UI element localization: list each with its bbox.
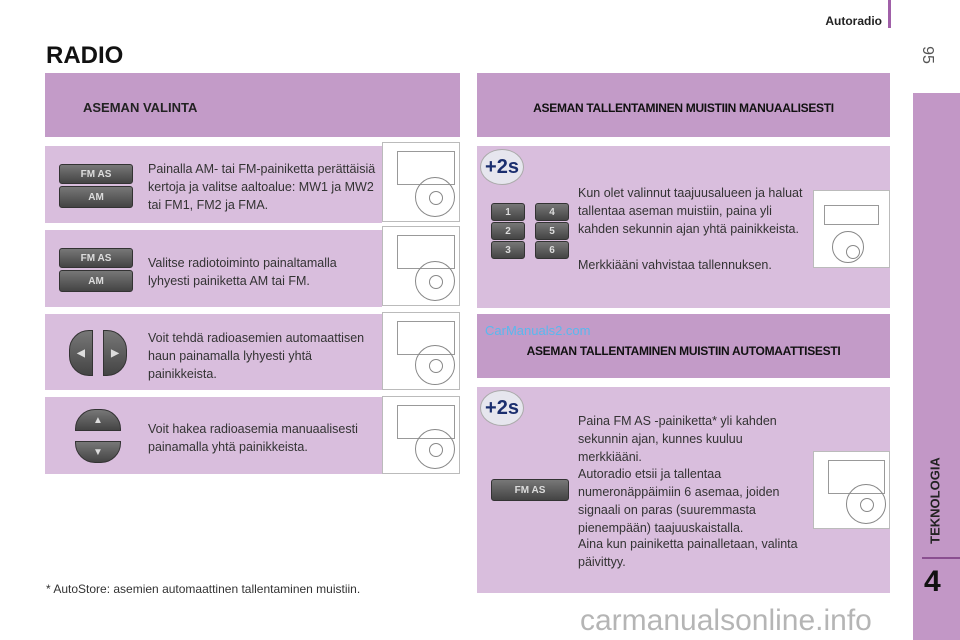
radio-illustration <box>382 142 460 222</box>
page-number: 95 <box>918 46 936 64</box>
page-title: RADIO <box>46 42 124 69</box>
manual-heading-box: ASEMAN TALLENTAMINEN MUISTIIN MANUAALISE… <box>477 73 890 137</box>
list-item: FM AS AM Valitse radiotoiminto painaltam… <box>45 230 382 307</box>
manual-text-1: Kun olet valinnut taajuusalueen ja halua… <box>578 186 803 236</box>
radio-illustration <box>382 226 460 306</box>
auto-text-1: Paina FM AS -painiketta* yli kahden seku… <box>578 414 777 464</box>
item-text: Voit tehdä radioasemien automaattisen ha… <box>148 331 365 381</box>
chapter-label: TEKNOLOGIA <box>927 457 943 544</box>
manual-text-2: Merkkiääni vahvistaa tallennuksen. <box>578 258 772 272</box>
preset-key-1: 1 <box>491 203 525 221</box>
seek-left-button: ◀ <box>69 330 93 376</box>
hold-2s-badge: +2s <box>480 149 524 185</box>
section-title: Autoradio <box>825 14 882 28</box>
watermark-text: CarManuals2.com <box>485 323 591 338</box>
hold-2s-badge: +2s <box>480 390 524 426</box>
chapter-number: 4 <box>924 565 941 598</box>
list-item: ◀ ▶ Voit tehdä radioasemien automaattise… <box>45 314 382 390</box>
footnote: * AutoStore: asemien automaattinen talle… <box>46 582 361 596</box>
preset-key-3: 3 <box>491 241 525 259</box>
auto-heading: ASEMAN TALLENTAMINEN MUISTIIN AUTOMAATTI… <box>526 344 841 358</box>
am-button: AM <box>59 270 133 292</box>
preset-keys: 1 4 2 5 3 6 <box>491 203 569 259</box>
left-heading-box: ASEMAN VALINTA <box>45 73 460 137</box>
preset-key-5: 5 <box>535 222 569 240</box>
tune-down-button: ▼ <box>75 441 121 463</box>
header-divider <box>888 0 891 28</box>
seek-right-button: ▶ <box>103 330 127 376</box>
preset-key-2: 2 <box>491 222 525 240</box>
chapter-sidebar: TEKNOLOGIA 4 <box>913 93 960 640</box>
radio-illustration <box>813 190 890 268</box>
auto-box: +2s FM AS Paina FM AS -painiketta* yli k… <box>477 387 890 593</box>
radio-illustration <box>382 312 460 390</box>
fm-as-button: FM AS <box>59 164 133 184</box>
item-text: Valitse radiotoiminto painaltamalla lyhy… <box>148 256 337 288</box>
preset-key-4: 4 <box>535 203 569 221</box>
tune-up-button: ▲ <box>75 409 121 431</box>
am-button: AM <box>59 186 133 208</box>
footer-watermark: carmanualsonline.info <box>580 604 872 637</box>
left-heading: ASEMAN VALINTA <box>83 100 198 115</box>
radio-illustration <box>382 396 460 474</box>
auto-text-2: Autoradio etsii ja tallentaa numeronäppä… <box>578 467 780 535</box>
fm-as-button: FM AS <box>491 479 569 501</box>
manual-box: +2s 1 4 2 5 3 6 Kun olet valinnut taajuu… <box>477 146 890 308</box>
auto-heading-box: CarManuals2.com ASEMAN TALLENTAMINEN MUI… <box>477 314 890 378</box>
fm-as-button: FM AS <box>59 248 133 268</box>
chapter-divider <box>922 557 960 559</box>
radio-illustration <box>813 451 890 529</box>
item-text: Painalla AM- tai FM-painiketta perättäis… <box>148 162 376 212</box>
list-item: ▲ ▼ Voit hakea radioasemia manuaalisesti… <box>45 397 382 474</box>
manual-heading: ASEMAN TALLENTAMINEN MUISTIIN MANUAALISE… <box>533 101 834 115</box>
preset-key-6: 6 <box>535 241 569 259</box>
item-text: Voit hakea radioasemia manuaalisesti pai… <box>148 422 358 454</box>
list-item: FM AS AM Painalla AM- tai FM-painiketta … <box>45 146 382 223</box>
auto-text-3: Aina kun painiketta painalletaan, valint… <box>578 537 798 569</box>
